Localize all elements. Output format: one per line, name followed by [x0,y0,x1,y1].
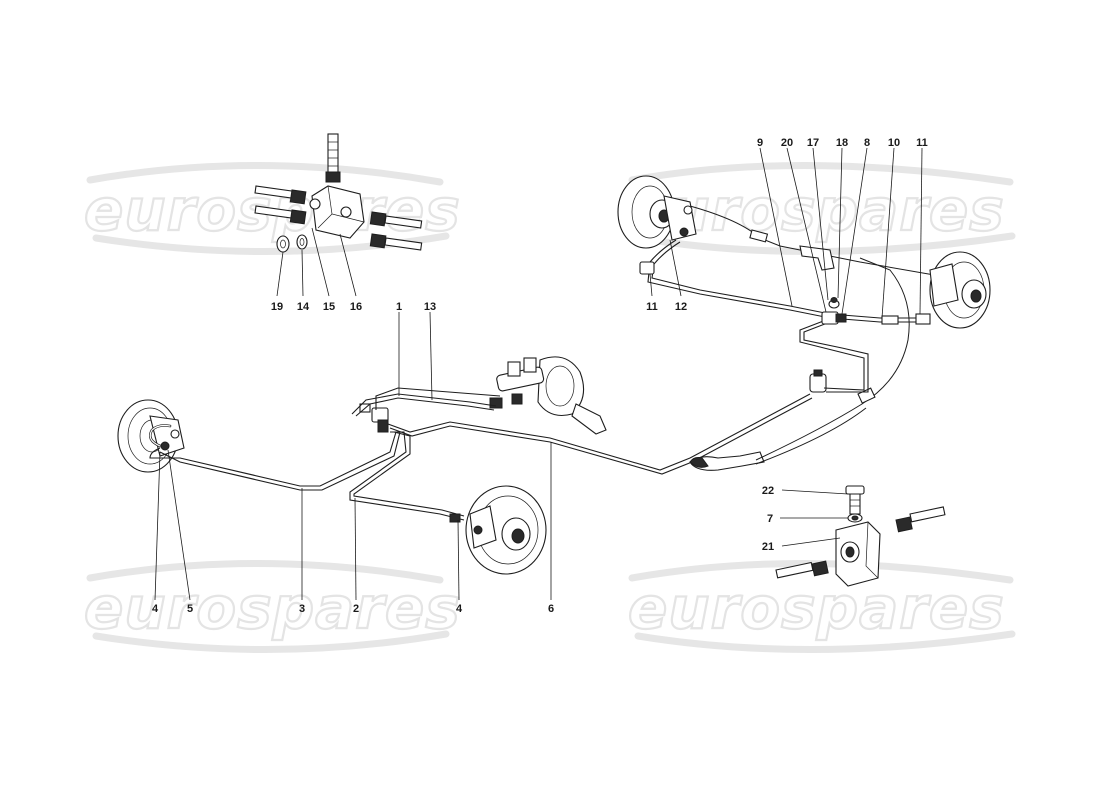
rear-right-brake-disc [929,251,991,329]
distributor-valve-assembly [254,133,423,253]
pipe-junction [359,403,389,433]
watermark-text: eurospares [628,574,1005,642]
handbrake-lever [689,451,765,471]
callout-5: 5 [187,603,193,615]
callout-18: 18 [836,137,848,149]
callout-9: 9 [757,137,763,149]
callout-20: 20 [781,137,793,149]
callout-13: 13 [424,301,436,313]
watermark-bottom-right: eurospares [627,560,1016,653]
callout-21: 21 [762,541,774,553]
watermark-text: eurospares [84,574,461,642]
callout-4-front-left: 4 [152,603,159,615]
master-cylinder-servo [489,356,607,435]
callout-12: 12 [675,301,687,313]
callout-11-rear-left: 11 [646,301,658,313]
callout-16: 16 [350,301,362,313]
handbrake-cables [689,205,941,465]
watermark-bottom-left: eurospares [83,559,461,654]
callout-17: 17 [807,137,819,149]
callout-10: 10 [888,137,900,149]
callout-1: 1 [396,301,402,313]
callout-4-front-right: 4 [456,603,463,615]
callout-14: 14 [297,301,310,313]
callout-labels: 19 14 15 16 1 13 4 5 3 2 4 6 9 20 17 18 … [152,137,928,615]
callout-11-rear-right: 11 [916,137,928,149]
callout-8: 8 [864,137,870,149]
callout-3: 3 [299,603,305,615]
callout-7: 7 [767,513,773,525]
leader-lines [154,147,923,601]
pressure-regulator-assembly [775,485,946,587]
callout-2: 2 [353,603,359,615]
rear-brake-pipes [639,239,931,393]
callout-6: 6 [548,603,554,615]
front-right-brake-disc [465,485,547,575]
callout-19: 19 [271,301,283,313]
rear-left-brake-disc [617,175,697,249]
callout-22: 22 [762,485,774,497]
callout-15: 15 [323,301,335,313]
